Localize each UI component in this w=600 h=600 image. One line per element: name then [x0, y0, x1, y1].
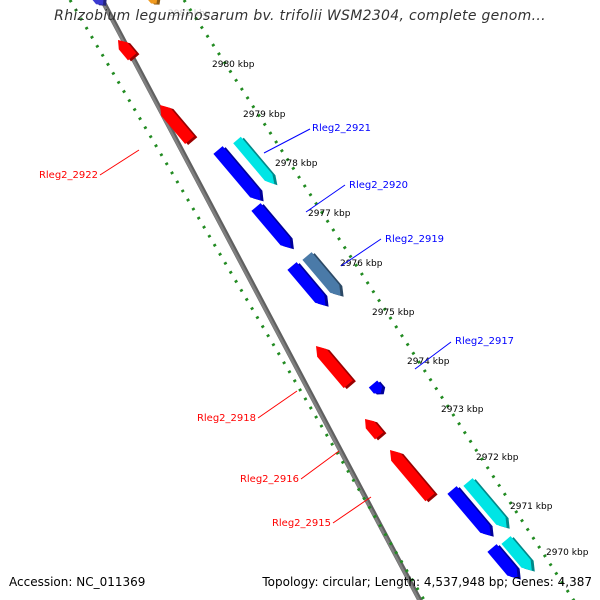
gene-arrow-partial[interactable] [147, 0, 161, 5]
scale-label-kbp: 2978 kbp [275, 159, 318, 169]
gene-arrow-forward[interactable] [501, 536, 535, 572]
tick-tracks [68, 0, 576, 600]
gene-arrow-forward-body [368, 380, 383, 394]
gene-arrow-forward[interactable] [368, 380, 386, 395]
scale-label-kbp: 2972 kbp [476, 453, 519, 463]
gene-label-leader [257, 390, 298, 419]
gene-arrow-reverse-body [160, 105, 195, 144]
gene-arrow-forward[interactable] [463, 478, 510, 529]
gene-arrow-forward-body [501, 536, 532, 571]
gene-label-leader [99, 149, 140, 176]
scale-label-kbp: 2970 kbp [546, 548, 589, 558]
gene-label-forward[interactable]: Rleg2_2921 [312, 123, 371, 134]
gene-label-leader [340, 238, 382, 267]
gene-label-reverse[interactable]: Rleg2_2922 [39, 170, 98, 181]
gene-arrow-reverse-body [390, 450, 435, 502]
scale-label-kbp: 2981 kbp [168, 9, 211, 19]
accession-label: Accession: NC_011369 [9, 575, 146, 589]
gene-label-leader [300, 450, 340, 480]
genome-backbone-highlight [99, 0, 421, 600]
gene-label-leader [414, 341, 452, 370]
scale-label-kbp: 2977 kbp [308, 209, 351, 219]
gene-arrow-reverse[interactable] [160, 105, 198, 145]
gene-label-forward[interactable]: Rleg2_2920 [349, 180, 408, 191]
gene-arrow-reverse-body [316, 346, 353, 389]
gene-arrow-forward[interactable] [447, 486, 494, 537]
gene-arrow-forward-body [487, 544, 518, 579]
tick-track-dots [68, 0, 426, 600]
gene-arrow-forward[interactable] [302, 252, 344, 297]
gene-arrow-forward[interactable] [213, 146, 264, 202]
scale-label-kbp: 2979 kbp [243, 110, 286, 120]
gene-arrow-partial[interactable] [90, 0, 107, 6]
scale-label-kbp: 2974 kbp [407, 357, 450, 367]
scale-label-kbp: 2975 kbp [372, 308, 415, 318]
gene-arrow-reverse[interactable] [118, 40, 140, 62]
gene-arrow-forward-body [463, 478, 507, 528]
gene-label-leader [305, 184, 346, 213]
gene-arrow-partial-body [92, 0, 104, 5]
gene-label-leader [263, 128, 311, 154]
gene-arrow-forward[interactable] [251, 203, 294, 250]
gene-arrow-forward-body [251, 203, 291, 249]
genome-summary: Topology: circular; Length: 4,537,948 bp… [262, 575, 592, 589]
gene-label-forward[interactable]: Rleg2_2919 [385, 234, 444, 245]
gene-arrow-reverse[interactable] [390, 450, 438, 503]
gene-label-forward[interactable]: Rleg2_2917 [455, 336, 514, 347]
gene-arrow-forward-body [233, 136, 275, 185]
scale-label-kbp: 2976 kbp [340, 259, 383, 269]
scale-label-kbp: 2973 kbp [441, 405, 484, 415]
gene-label-leader [332, 496, 372, 524]
gene-label-reverse[interactable]: Rleg2_2916 [240, 474, 299, 485]
scale-label-kbp: 2971 kbp [510, 502, 553, 512]
gene-arrow-forward[interactable] [233, 136, 278, 186]
gene-arrow-forward-body [213, 146, 261, 201]
gene-arrow-reverse[interactable] [365, 419, 387, 441]
gene-arrow-reverse-body [365, 419, 384, 440]
gene-label-reverse[interactable]: Rleg2_2915 [272, 518, 331, 529]
gene-arrow-forward-body [302, 252, 341, 296]
gene-arrow-partial-body [148, 0, 158, 4]
gene-arrow-forward-body [447, 486, 491, 536]
genome-title: Rhizobium leguminosarum bv. trifolii WSM… [54, 8, 546, 24]
gene-arrow-forward[interactable] [487, 544, 521, 580]
gene-label-reverse[interactable]: Rleg2_2918 [197, 413, 256, 424]
gene-arrow-reverse-body [118, 40, 137, 61]
scale-label-kbp: 2980 kbp [212, 60, 255, 70]
gene-arrow-forward-body [287, 262, 326, 306]
genome-backbone [99, 0, 423, 600]
gene-arrow-reverse[interactable] [316, 346, 356, 390]
gene-arrow-forward[interactable] [287, 262, 329, 307]
